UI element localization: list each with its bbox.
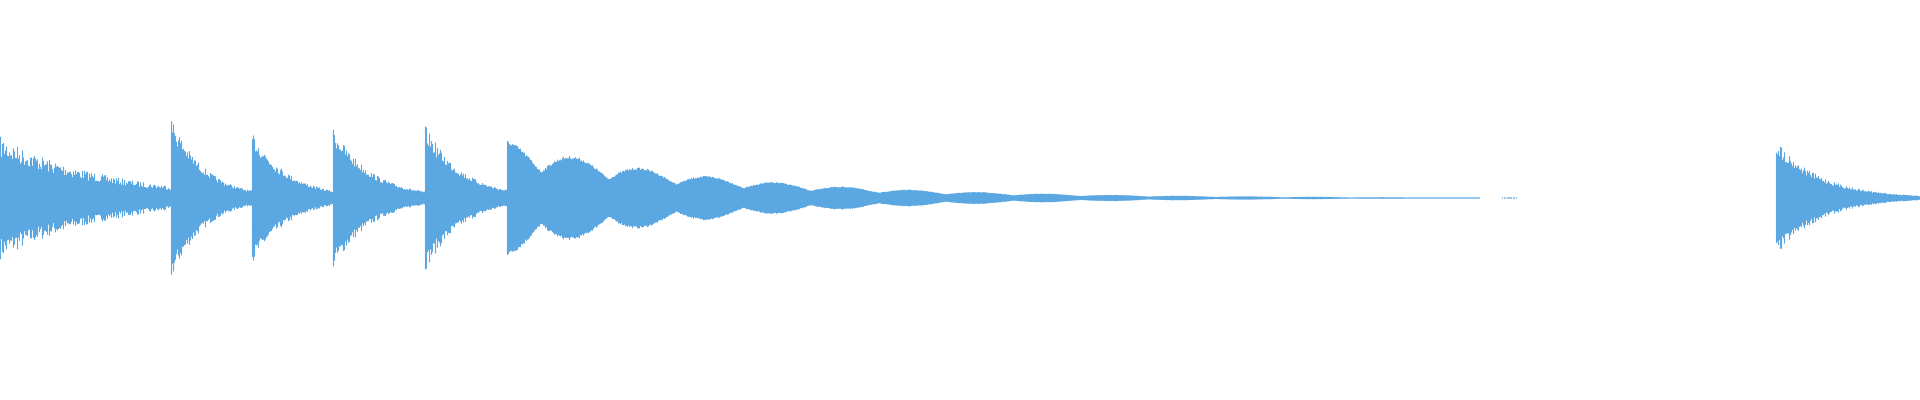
waveform-amplitude-columns	[0, 121, 1920, 275]
waveform-trace	[0, 121, 1920, 275]
